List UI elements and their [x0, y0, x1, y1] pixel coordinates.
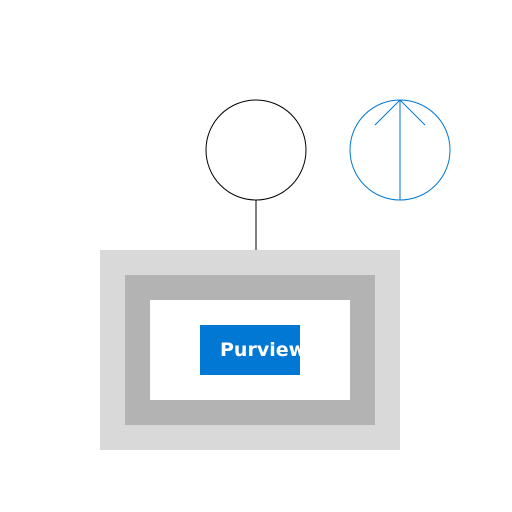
circle-node-icon	[205, 99, 307, 201]
upload-arrow-icon	[349, 99, 451, 201]
purview-label-box	[200, 325, 300, 375]
purview-label: Purview	[220, 339, 306, 361]
